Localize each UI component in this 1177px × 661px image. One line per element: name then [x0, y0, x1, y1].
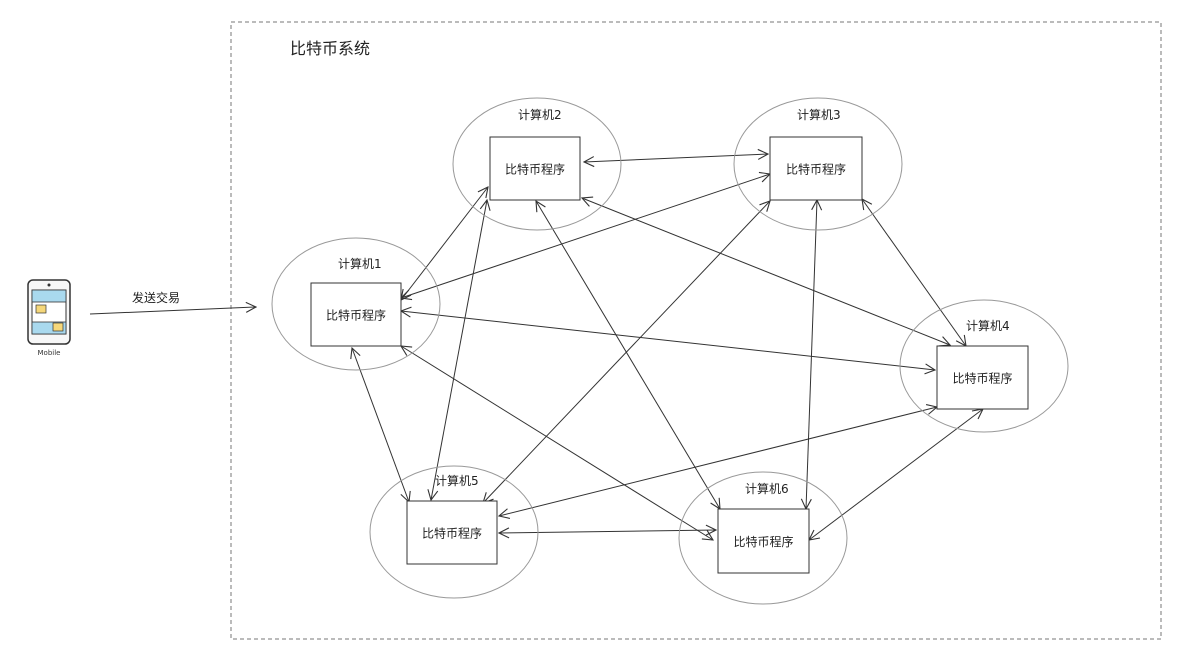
computer-ellipse	[369, 465, 539, 599]
program-box[interactable]	[310, 282, 402, 347]
system-title: 比特币系统	[290, 39, 370, 58]
program-box[interactable]	[936, 345, 1029, 410]
system-boundary	[230, 21, 1162, 640]
connection-c4-c5	[499, 407, 937, 516]
program-label: 比特币程序	[505, 162, 565, 177]
program-box[interactable]	[717, 508, 810, 574]
computer-ellipse	[452, 97, 622, 231]
computer-label: 计算机4	[966, 318, 1010, 333]
connection-c2-c4	[582, 198, 950, 345]
program-label: 比特币程序	[422, 526, 482, 541]
program-label: 比特币程序	[326, 308, 386, 323]
program-box[interactable]	[489, 136, 581, 201]
computer-label: 计算机6	[745, 481, 789, 496]
computer-node-6: 计算机6 比特币程序	[678, 471, 848, 605]
computer-ellipse	[678, 471, 848, 605]
send-transaction-arrow	[89, 307, 256, 315]
connection-c5-c6	[499, 530, 716, 533]
computer-ellipse	[733, 97, 903, 231]
connection-c4-c6	[809, 409, 983, 540]
connection-c3-c5	[483, 201, 770, 503]
computer-ellipse	[899, 299, 1069, 433]
mobile-label: Mobile	[38, 349, 61, 357]
connection-c2-c3	[584, 154, 768, 162]
computer-node-1: 计算机1 比特币程序	[271, 237, 441, 371]
program-label: 比特币程序	[952, 371, 1012, 386]
computer-ellipse	[271, 237, 441, 371]
connection-c3-c6	[806, 200, 817, 509]
program-box[interactable]	[406, 500, 498, 565]
connection-c1-c4	[401, 311, 935, 370]
program-box[interactable]	[769, 136, 863, 201]
computer-node-5: 计算机5 比特币程序	[369, 465, 539, 599]
computer-label: 计算机2	[518, 107, 562, 122]
program-label: 比特币程序	[786, 162, 846, 177]
connection-c1-c5	[352, 348, 409, 502]
computer-node-2: 计算机2 比特币程序	[452, 97, 622, 231]
send-transaction-label: 发送交易	[132, 290, 180, 305]
mobile-phone-icon[interactable]	[27, 279, 71, 345]
computer-node-4: 计算机4 比特币程序	[899, 299, 1069, 433]
connection-c2-c6	[536, 201, 720, 509]
program-label: 比特币程序	[733, 534, 793, 549]
connections	[352, 154, 983, 540]
connection-c1-c3	[401, 174, 770, 298]
connection-c2-c5	[431, 200, 487, 500]
computer-node-3: 计算机3 比特币程序	[733, 97, 903, 231]
computer-nodes: 计算机1比特币程序计算机2比特币程序计算机3比特币程序计算机4比特币程序计算机5…	[271, 97, 1069, 605]
computer-label: 计算机5	[435, 473, 479, 488]
computer-label: 计算机1	[338, 256, 382, 271]
computer-label: 计算机3	[797, 107, 841, 122]
connection-c3-c4	[862, 199, 966, 346]
